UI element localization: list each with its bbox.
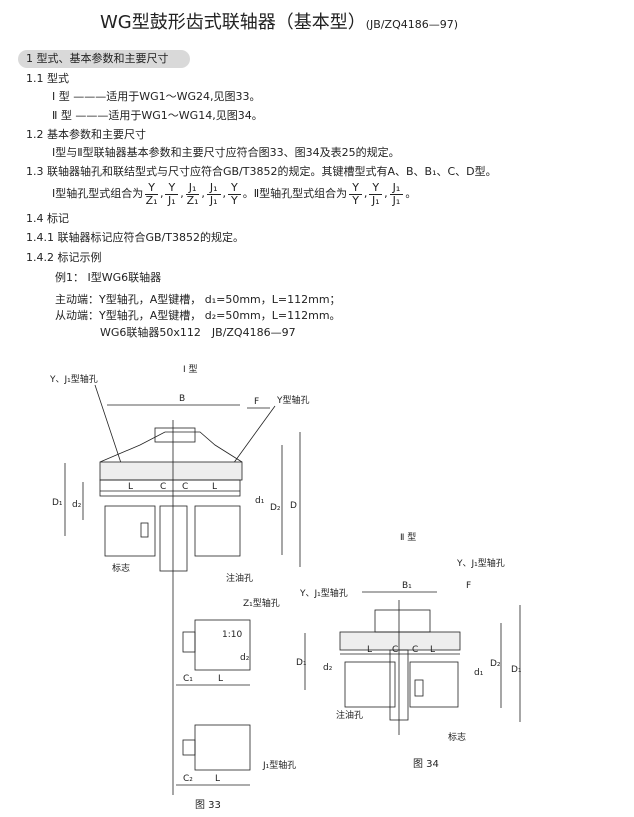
numerator: Y <box>228 181 241 195</box>
dim-F: F <box>254 397 259 407</box>
driven-end: 从动端：Y型轴孔，A型键槽， d₂=50mm，L=112mm。 <box>55 309 341 322</box>
dim-C1: C₁ <box>183 674 193 684</box>
fig34-dim-d1: d₁ <box>474 668 484 678</box>
denominator: J₁ <box>371 193 380 207</box>
fig33-bore-yj-label: Y、J₁型轴孔 <box>49 373 98 385</box>
dim-L-j1: L <box>215 774 220 784</box>
dim-C-right: C <box>182 482 188 492</box>
numerator: Y <box>369 181 383 195</box>
denominator: Z₁ <box>145 193 158 207</box>
figure-34: Ⅱ 型 Y、J₁型轴孔 Y、J₁型轴孔 B₁ F L C C L D₁ d₂ d… <box>296 532 522 770</box>
fig33-bore-y-label: Y型轴孔 <box>276 394 310 406</box>
fig34-L-right: L <box>430 645 435 655</box>
end-mark: 。 <box>405 187 417 200</box>
fig33-mark-label: 标志 <box>112 562 130 574</box>
dim-L-right: L <box>212 482 217 492</box>
figure-33-main: Ⅰ 型 Y、J₁型轴孔 Y型轴孔 B F L C C L D₁ d₂ d₁ D₂… <box>49 364 310 590</box>
drive-end: 主动端：Y型轴孔，A型键槽， d₁=50mm，L=112mm； <box>55 293 341 306</box>
s12-text: Ⅰ型与Ⅱ型联轴器基本参数和主要尺寸应符合图33、图34及表25的规定。 <box>52 146 400 159</box>
heading-1-2: 1.2 基本参数和主要尺寸 <box>26 128 146 141</box>
numerator: J₁ <box>185 181 200 195</box>
page-title: WG型鼓形齿式联轴器（基本型）(JB/ZQ4186—97) <box>100 8 458 34</box>
dim-C-left: C <box>160 482 166 492</box>
fig34-dim-D1: D₁ <box>296 658 307 668</box>
numerator: J₁ <box>389 181 404 195</box>
fig33-oil-label: 注油孔 <box>226 572 253 584</box>
fig34-caption: 图 34 <box>413 758 439 770</box>
fig33-type-label: Ⅰ 型 <box>183 364 198 375</box>
dim-d2: d₂ <box>72 500 82 510</box>
fig34-oil-label: 注油孔 <box>336 709 363 721</box>
figure-33-details: Z₁型轴孔 1:10 d₂ C₁ L J₁型轴孔 C₂ L 图 33 <box>172 590 296 811</box>
fig34-bore-yj-left: Y、J₁型轴孔 <box>299 587 348 599</box>
numerator: Y <box>349 181 362 195</box>
numerator: Y <box>165 181 179 195</box>
type1-text: Ⅰ 型 ———适用于WG1～WG24,见图33。 <box>52 90 261 103</box>
title-standard: (JB/ZQ4186—97) <box>365 18 459 31</box>
dim-B: B <box>179 394 185 404</box>
denominator: J₁ <box>168 193 176 207</box>
numerator: J₁ <box>206 181 221 195</box>
type2-text: Ⅱ 型 ———适用于WG1～WG14,见图34。 <box>52 109 263 122</box>
j1-bore-label: J₁型轴孔 <box>262 759 296 771</box>
z1-bore-label: Z₁型轴孔 <box>243 597 280 609</box>
heading-1-1: 1.1 型式 <box>26 72 69 85</box>
dim-C2: C₂ <box>183 774 193 784</box>
z1-d2-label: d₂ <box>240 653 250 663</box>
fig34-type-label: Ⅱ 型 <box>400 532 416 543</box>
fig34-dim-d2: d₂ <box>323 663 333 673</box>
fig34-dim-D: D₁ <box>511 665 522 675</box>
dim-D2: D₂ <box>270 503 281 513</box>
example-title: 例1： Ⅰ型WG6联轴器 <box>55 271 162 284</box>
denominator: Z₁ <box>186 193 199 207</box>
dim-D: D <box>290 501 297 511</box>
dim-D1: D₁ <box>52 498 63 508</box>
marking: WG6联轴器50x112 JB/ZQ4186—97 <box>100 326 296 339</box>
denominator: Y <box>352 193 359 207</box>
heading-1-4: 1.4 标记 <box>26 212 69 225</box>
heading-1-4-2: 1.4.2 标记示例 <box>26 251 102 264</box>
numerator: Y <box>145 181 158 195</box>
section-header: 1 型式、基本参数和主要尺寸 <box>18 50 190 68</box>
fig34-mark-label: 标志 <box>448 731 466 743</box>
fig34-dim-D2: D₂ <box>490 659 501 669</box>
type2-combo-label: 。Ⅱ型轴孔型式组合为 <box>242 187 348 200</box>
denominator: Y <box>231 193 238 207</box>
title-main: WG型鼓形齿式联轴器（基本型） <box>100 12 366 33</box>
fig34-L-left: L <box>367 645 372 655</box>
dim-L-z1: L <box>218 674 223 684</box>
dim-B1: B₁ <box>402 581 412 591</box>
type1-combo-label: Ⅰ型轴孔型式组合为 <box>52 187 144 200</box>
dim-L-left: L <box>128 482 133 492</box>
fig34-bore-yj-right: Y、J₁型轴孔 <box>456 557 505 569</box>
fig34-C-right: C <box>412 645 418 655</box>
heading-1-4-1: 1.4.1 联轴器标记应符合GB/T3852的规定。 <box>26 231 244 244</box>
dim-d1: d₁ <box>255 496 265 506</box>
denominator: J₁ <box>209 193 218 207</box>
denominator: J₁ <box>392 193 401 207</box>
heading-1-3: 1.3 联轴器轴孔和联结型式与尺寸应符合GB/T3852的规定。其键槽型式有A、… <box>26 165 497 178</box>
fig34-dim-F: F <box>466 581 471 591</box>
fig33-caption: 图 33 <box>195 799 221 811</box>
taper-label: 1:10 <box>222 630 242 640</box>
